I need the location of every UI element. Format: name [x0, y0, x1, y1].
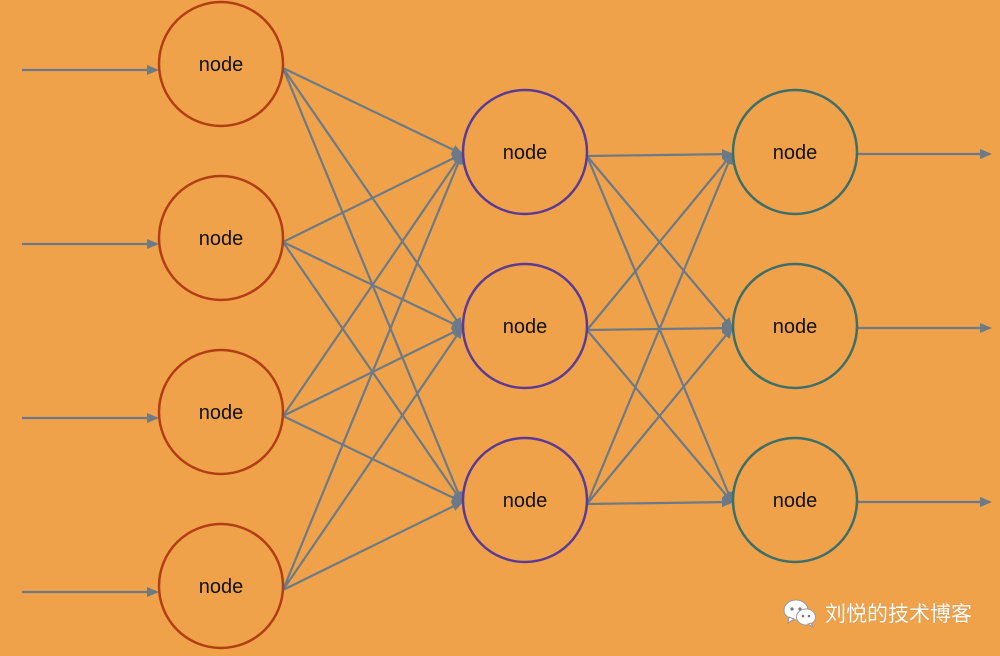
wechat-icon [783, 599, 816, 628]
input-node-circle [157, 0, 285, 128]
edge-hidden-3-to-output-1 [585, 152, 734, 505]
edge-input-4-to-hidden-1 [281, 152, 464, 591]
input-node-circle [157, 348, 285, 476]
output-node-circle [731, 88, 859, 216]
output-node-1: node [731, 88, 859, 216]
input-node-4: node [157, 522, 285, 650]
edge-hidden-2-to-output-1 [586, 152, 734, 331]
input-node-circle [157, 522, 285, 650]
connections [22, 65, 992, 597]
input-node-label: node [199, 576, 244, 598]
input-node-3: node [157, 348, 285, 476]
output-node-2: node [731, 262, 859, 390]
edge-input-2-to-hidden-1 [282, 153, 464, 243]
input-node-1: node [157, 0, 285, 128]
edge-hidden-3-to-output-3 [586, 497, 734, 508]
output-node-circle [731, 262, 859, 390]
input-node-label: node [199, 228, 244, 250]
hidden-node-2: node [461, 262, 589, 390]
output-node-label: node [773, 142, 818, 164]
input-node-2: node [157, 174, 285, 302]
hidden-node-label: node [503, 316, 548, 338]
hidden-node-circle [461, 436, 589, 564]
output-node-3: node [731, 436, 859, 564]
nodes: node node node node node node node node node node [157, 0, 859, 650]
watermark-text: 刘悦的技术博客 [825, 602, 972, 626]
hidden-node-circle [461, 88, 589, 216]
hidden-node-circle [461, 262, 589, 390]
output-node-label: node [773, 316, 818, 338]
input-node-circle [157, 174, 285, 302]
edge-input-3-to-hidden-1 [282, 152, 464, 417]
watermark: 刘悦的技术博客 [783, 598, 972, 628]
edge-input-4-to-hidden-3 [282, 501, 464, 591]
hidden-node-3: node [461, 436, 589, 564]
edge-input-1-to-hidden-1 [282, 67, 464, 155]
output-node-circle [731, 436, 859, 564]
edge-hidden-1-to-output-1 [586, 149, 734, 160]
output-node-label: node [773, 490, 818, 512]
hidden-node-label: node [503, 490, 548, 512]
hidden-node-1: node [461, 88, 589, 216]
edge-input-4-to-hidden-2 [282, 326, 464, 591]
hidden-node-label: node [503, 142, 548, 164]
input-node-label: node [199, 54, 244, 76]
edge-hidden-3-to-output-2 [586, 326, 734, 505]
input-node-label: node [199, 402, 244, 424]
